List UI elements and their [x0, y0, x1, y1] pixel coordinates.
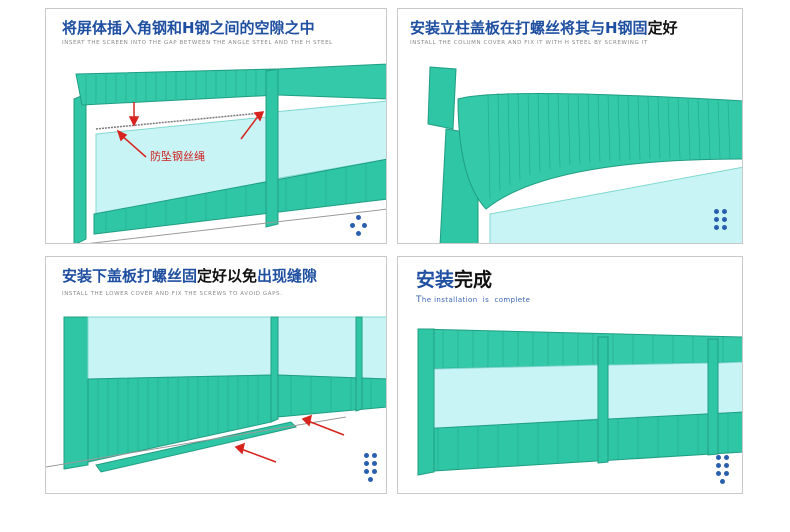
step-4-title-part-2: 完成	[454, 269, 493, 291]
step-2-title-part-2: 定好	[647, 19, 678, 37]
step-4-title: 安装完成	[416, 265, 492, 292]
step-1-title: 将屏体插入角钢和H钢之间的空隙之中	[62, 17, 315, 38]
step-2-title-part-1: 安装立柱盖板在打螺丝将其与H钢固	[410, 19, 648, 37]
step-1-illustration	[73, 63, 386, 243]
step-2-subtitle: Install the column cover and fix it with…	[410, 40, 648, 46]
step-panel-4: 安装完成 The installation is complete	[397, 256, 743, 494]
step-4-title-part-1: 安装	[416, 269, 455, 291]
step-4-illustration	[417, 328, 742, 476]
step-3-title-part-3: 出现缝隙	[257, 267, 318, 285]
step-3-illustration	[46, 316, 386, 473]
step-3-title-part-1: 安装下盖板打螺丝固	[62, 267, 198, 285]
step-panel-1: 将屏体插入角钢和H钢之间的空隙之中 Insert the screen into…	[45, 8, 387, 244]
step-panel-2: 安装立柱盖板在打螺丝将其与H钢固定好 Install the column co…	[397, 8, 743, 244]
step-4-subtitle-t1: T	[416, 295, 422, 305]
step-1-title-part-2: 之中	[284, 19, 315, 37]
step-2-title: 安装立柱盖板在打螺丝将其与H钢固定好	[410, 17, 678, 38]
step-1-title-part-1: 将屏体插入角钢和H钢之间的空隙	[62, 19, 285, 37]
wire-rope-label: 防坠钢丝绳	[150, 150, 205, 163]
step-3-title-part-2: 定好以免	[197, 267, 258, 285]
step-3-title: 安装下盖板打螺丝固定好以免出现缝隙	[62, 265, 317, 286]
step-4-subtitle-t2: he installation	[421, 296, 478, 304]
step-4-subtitle: The installation is complete	[416, 295, 530, 305]
step-2-illustration	[427, 66, 742, 243]
step-1-subtitle: Insert the screen into the gap between t…	[62, 40, 333, 46]
step-3-subtitle: Install the lower cover and fix the scre…	[62, 291, 283, 297]
step-4-subtitle-t3: is	[482, 296, 490, 304]
step-panel-3: 安装下盖板打螺丝固定好以免出现缝隙 Install the lower cove…	[45, 256, 387, 494]
step-4-subtitle-t4: complete	[494, 296, 531, 304]
